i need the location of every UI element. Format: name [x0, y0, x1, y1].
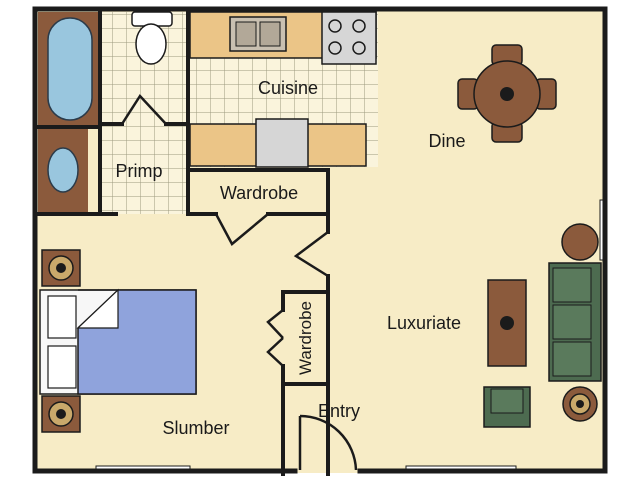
label-wardrobe-side: Wardrobe	[296, 301, 315, 375]
bathtub	[38, 12, 100, 126]
armchair	[483, 386, 531, 428]
nightstand-top	[41, 249, 81, 287]
floor-lamp	[562, 386, 598, 422]
walls	[32, 6, 608, 476]
vanity-sink	[38, 128, 88, 212]
toilet	[131, 11, 173, 65]
dining-set	[457, 44, 557, 143]
doors	[120, 93, 358, 471]
refrigerator	[255, 118, 309, 168]
label-luxuriate: Luxuriate	[387, 313, 461, 333]
label-slumber: Slumber	[162, 418, 229, 438]
label-primp: Primp	[115, 161, 162, 181]
label-wardrobe-top: Wardrobe	[220, 183, 298, 203]
kitchen-sink	[229, 16, 287, 52]
stove	[321, 11, 377, 65]
label-entry: Entry	[318, 401, 360, 421]
side-table	[561, 223, 599, 261]
sofa	[548, 262, 602, 382]
coffee-table	[487, 279, 527, 367]
label-cuisine: Cuisine	[258, 78, 318, 98]
bed	[39, 288, 197, 395]
nightstand-bottom	[41, 395, 81, 433]
label-dine: Dine	[428, 131, 465, 151]
